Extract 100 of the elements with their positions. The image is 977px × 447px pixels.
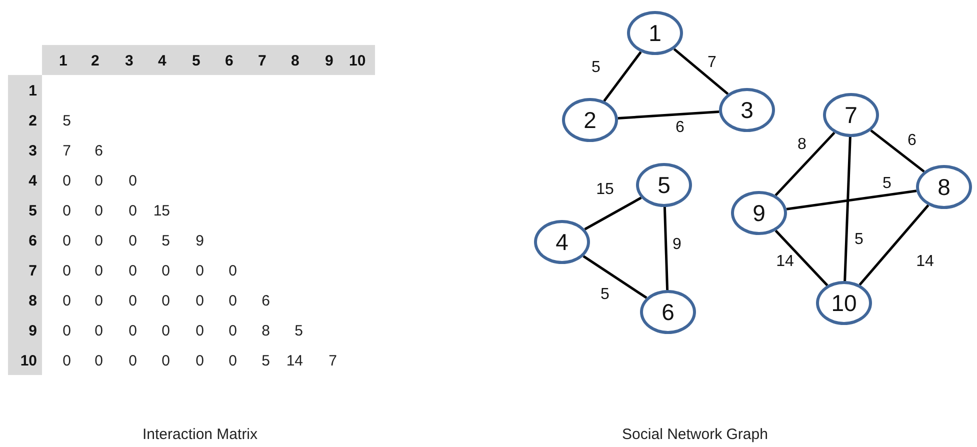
edge-label: 5	[854, 232, 864, 248]
row-number: 1	[28, 84, 37, 98]
matrix-value: 0	[94, 354, 103, 368]
matrix-value: 6	[262, 294, 270, 308]
row-number: 6	[28, 234, 37, 248]
column-number: 5	[192, 54, 200, 68]
row-number: 5	[28, 204, 37, 218]
matrix-value: 0	[62, 234, 71, 248]
column-number: 2	[91, 54, 100, 68]
column-number: 9	[325, 54, 334, 68]
row-number: 8	[28, 294, 37, 308]
matrix-value: 15	[153, 204, 170, 218]
matrix-value: 0	[228, 264, 237, 278]
matrix-value: 0	[62, 264, 71, 278]
matrix-value: 0	[128, 264, 137, 278]
matrix-value: 0	[162, 354, 170, 368]
matrix-value: 0	[162, 264, 170, 278]
edge-label: 5	[600, 287, 610, 303]
node-number: 7	[844, 104, 858, 126]
connector-line	[582, 255, 648, 299]
edge-label: 14	[916, 254, 934, 270]
matrix-value: 7	[62, 144, 71, 158]
node-number: 4	[556, 230, 568, 254]
connector-line	[603, 51, 642, 102]
matrix-value: 5	[262, 354, 270, 368]
connector-line	[774, 230, 828, 286]
graph-node-ellipse	[636, 163, 692, 207]
matrix-value: 0	[94, 294, 103, 308]
matrix-value: 0	[196, 264, 204, 278]
matrix-value: 0	[62, 294, 71, 308]
matrix-value: 7	[328, 354, 337, 368]
connector-line	[584, 196, 642, 230]
node-number: 1	[648, 22, 662, 44]
matrix-value: 5	[162, 234, 170, 248]
connector-line	[844, 136, 852, 282]
column-number: 8	[291, 54, 300, 68]
connector-line	[858, 204, 930, 286]
matrix-value: 0	[228, 324, 237, 338]
graph-node-ellipse	[534, 220, 590, 264]
node-number: 6	[662, 300, 674, 324]
matrix-value: 0	[228, 294, 237, 308]
column-number: 3	[125, 54, 134, 68]
edge-label: 6	[908, 133, 916, 149]
column-number: 6	[225, 54, 234, 68]
matrix-value: 0	[128, 354, 137, 368]
edge-label: 5	[592, 60, 600, 76]
matrix-value: 9	[196, 234, 204, 248]
matrix-value: 0	[94, 264, 103, 278]
edge-label: 5	[882, 176, 892, 192]
column-number: 10	[349, 54, 366, 68]
matrix-value: 5	[294, 324, 303, 338]
matrix-value: 6	[94, 144, 103, 158]
node-number: 2	[584, 108, 596, 132]
matrix-value: 14	[286, 354, 303, 368]
matrix-value: 0	[94, 204, 103, 218]
matrix-value: 0	[196, 354, 204, 368]
connector-line	[786, 190, 917, 210]
matrix-value: 0	[128, 234, 137, 248]
matrix-value: 0	[162, 324, 170, 338]
node-number: 9	[752, 202, 766, 224]
node-number: 8	[938, 176, 950, 198]
matrix-value: 0	[62, 354, 71, 368]
edge-label: 7	[708, 55, 716, 71]
edge-label: 14	[776, 254, 794, 270]
edge-label: 8	[798, 137, 806, 153]
matrix-value: 0	[94, 174, 103, 188]
node-number: 5	[658, 174, 670, 196]
row-number: 2	[28, 114, 37, 128]
edge-label: 6	[676, 120, 684, 136]
column-number: 7	[258, 54, 266, 68]
matrix-value: 0	[162, 294, 170, 308]
matrix-value: 0	[62, 204, 71, 218]
graph-node-ellipse	[719, 88, 775, 132]
matrix-value: 0	[128, 174, 137, 188]
row-number: 10	[20, 354, 37, 368]
matrix-value: 0	[128, 324, 137, 338]
matrix-value: 8	[262, 324, 270, 338]
row-number: 9	[28, 324, 37, 338]
matrix-value: 0	[62, 174, 71, 188]
column-number: 4	[158, 54, 166, 68]
matrix-value: 0	[94, 324, 103, 338]
node-number: 3	[740, 98, 754, 122]
edge-label: 9	[672, 237, 682, 253]
caption: Interaction Matrix	[142, 426, 258, 443]
matrix-value: 0	[228, 354, 237, 368]
matrix-value: 0	[62, 324, 71, 338]
graph-node-ellipse	[627, 11, 683, 55]
edge-label: 15	[596, 182, 614, 198]
connector-line	[663, 206, 669, 290]
graph-node-ellipse	[916, 165, 972, 209]
row-number: 3	[28, 144, 37, 158]
caption: Social Network Graph	[622, 426, 768, 443]
connector-line	[870, 129, 925, 173]
row-number: 7	[28, 264, 37, 278]
matrix-value: 0	[128, 294, 137, 308]
graph-node-ellipse	[823, 93, 879, 137]
matrix-value: 0	[196, 294, 204, 308]
graph-node-ellipse	[640, 290, 696, 334]
matrix-value: 0	[196, 324, 204, 338]
connector-line	[774, 132, 836, 196]
